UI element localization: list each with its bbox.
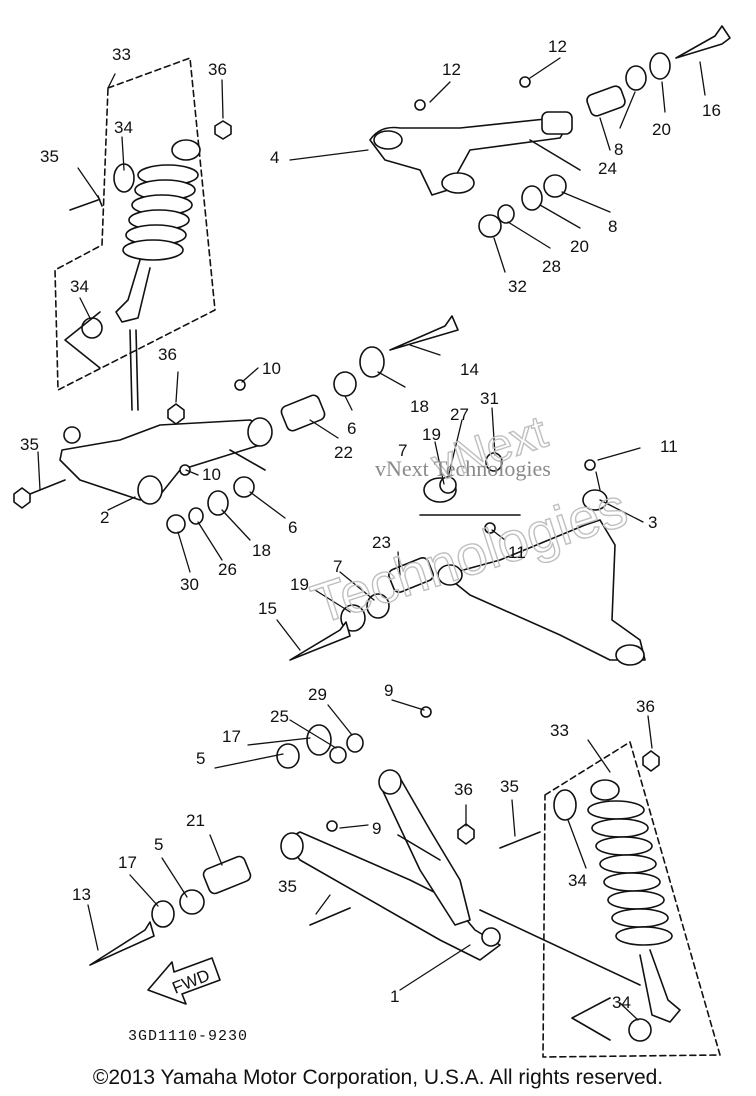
part-labels: 33 36 34 35 34 12 12 4 16 20 8 24 8 20 2… [20, 37, 721, 1045]
label-11: 11 [508, 543, 526, 562]
label-12: 12 [548, 37, 567, 56]
label-8: 8 [608, 217, 617, 236]
label-5: 5 [154, 835, 163, 854]
shock-absorber-top-left [54, 57, 232, 411]
label-28: 28 [542, 257, 561, 276]
label-9: 9 [384, 681, 393, 700]
label-7: 7 [333, 557, 342, 576]
label-9: 9 [372, 819, 381, 838]
upper-arm-top-right [369, 25, 731, 238]
label-24: 24 [598, 159, 617, 178]
label-21: 21 [186, 811, 205, 830]
label-34: 34 [612, 993, 631, 1012]
label-35: 35 [278, 877, 297, 896]
label-10: 10 [202, 465, 221, 484]
label-19: 19 [422, 425, 441, 444]
label-14: 14 [460, 360, 479, 379]
label-5: 5 [196, 749, 205, 768]
label-31: 31 [480, 389, 499, 408]
label-36: 36 [158, 345, 177, 364]
label-35: 35 [500, 777, 519, 796]
lower-arm-middle-left [13, 315, 459, 534]
label-8: 8 [614, 140, 623, 159]
svg-text:vNext Technologies: vNext Technologies [375, 456, 551, 481]
label-36: 36 [636, 697, 655, 716]
label-17: 17 [118, 853, 137, 872]
label-32: 32 [508, 277, 527, 296]
forward-arrow-icon [147, 957, 221, 1005]
label-6: 6 [347, 419, 356, 438]
label-33: 33 [112, 45, 131, 64]
label-34: 34 [70, 277, 89, 296]
label-22: 22 [334, 443, 353, 462]
label-26: 26 [218, 560, 237, 579]
label-17: 17 [222, 727, 241, 746]
label-23: 23 [372, 533, 391, 552]
label-18: 18 [410, 397, 429, 416]
label-19: 19 [290, 575, 309, 594]
shock-absorber-bottom-right [499, 741, 721, 1058]
label-12: 12 [442, 60, 461, 79]
label-25: 25 [270, 707, 289, 726]
label-1: 1 [390, 987, 399, 1006]
label-29: 29 [308, 685, 327, 704]
label-34: 34 [568, 871, 587, 890]
label-4: 4 [270, 148, 279, 167]
label-36: 36 [454, 780, 473, 799]
label-2: 2 [100, 508, 109, 527]
arm-middle-right [289, 452, 646, 666]
label-16: 16 [702, 101, 721, 120]
label-6: 6 [288, 518, 297, 537]
label-35: 35 [40, 147, 59, 166]
copyright-notice: ©2013 Yamaha Motor Corporation, U.S.A. A… [92, 1066, 664, 1089]
leader-lines [37, 57, 706, 1021]
label-13: 13 [72, 885, 91, 904]
drawing-code: 3GD1110-9230 [128, 1028, 248, 1045]
label-10: 10 [262, 359, 281, 378]
label-27: 27 [450, 405, 469, 424]
label-11: 11 [660, 437, 678, 456]
label-15: 15 [258, 599, 277, 618]
label-7: 7 [398, 441, 407, 460]
lower-arm-bottom [89, 706, 641, 986]
label-30: 30 [180, 575, 199, 594]
label-35: 35 [20, 435, 39, 454]
label-34: 34 [114, 118, 133, 137]
label-18: 18 [252, 541, 271, 560]
label-20: 20 [652, 120, 671, 139]
label-3: 3 [648, 513, 657, 532]
label-33: 33 [550, 721, 569, 740]
label-20: 20 [570, 237, 589, 256]
label-36: 36 [208, 60, 227, 79]
